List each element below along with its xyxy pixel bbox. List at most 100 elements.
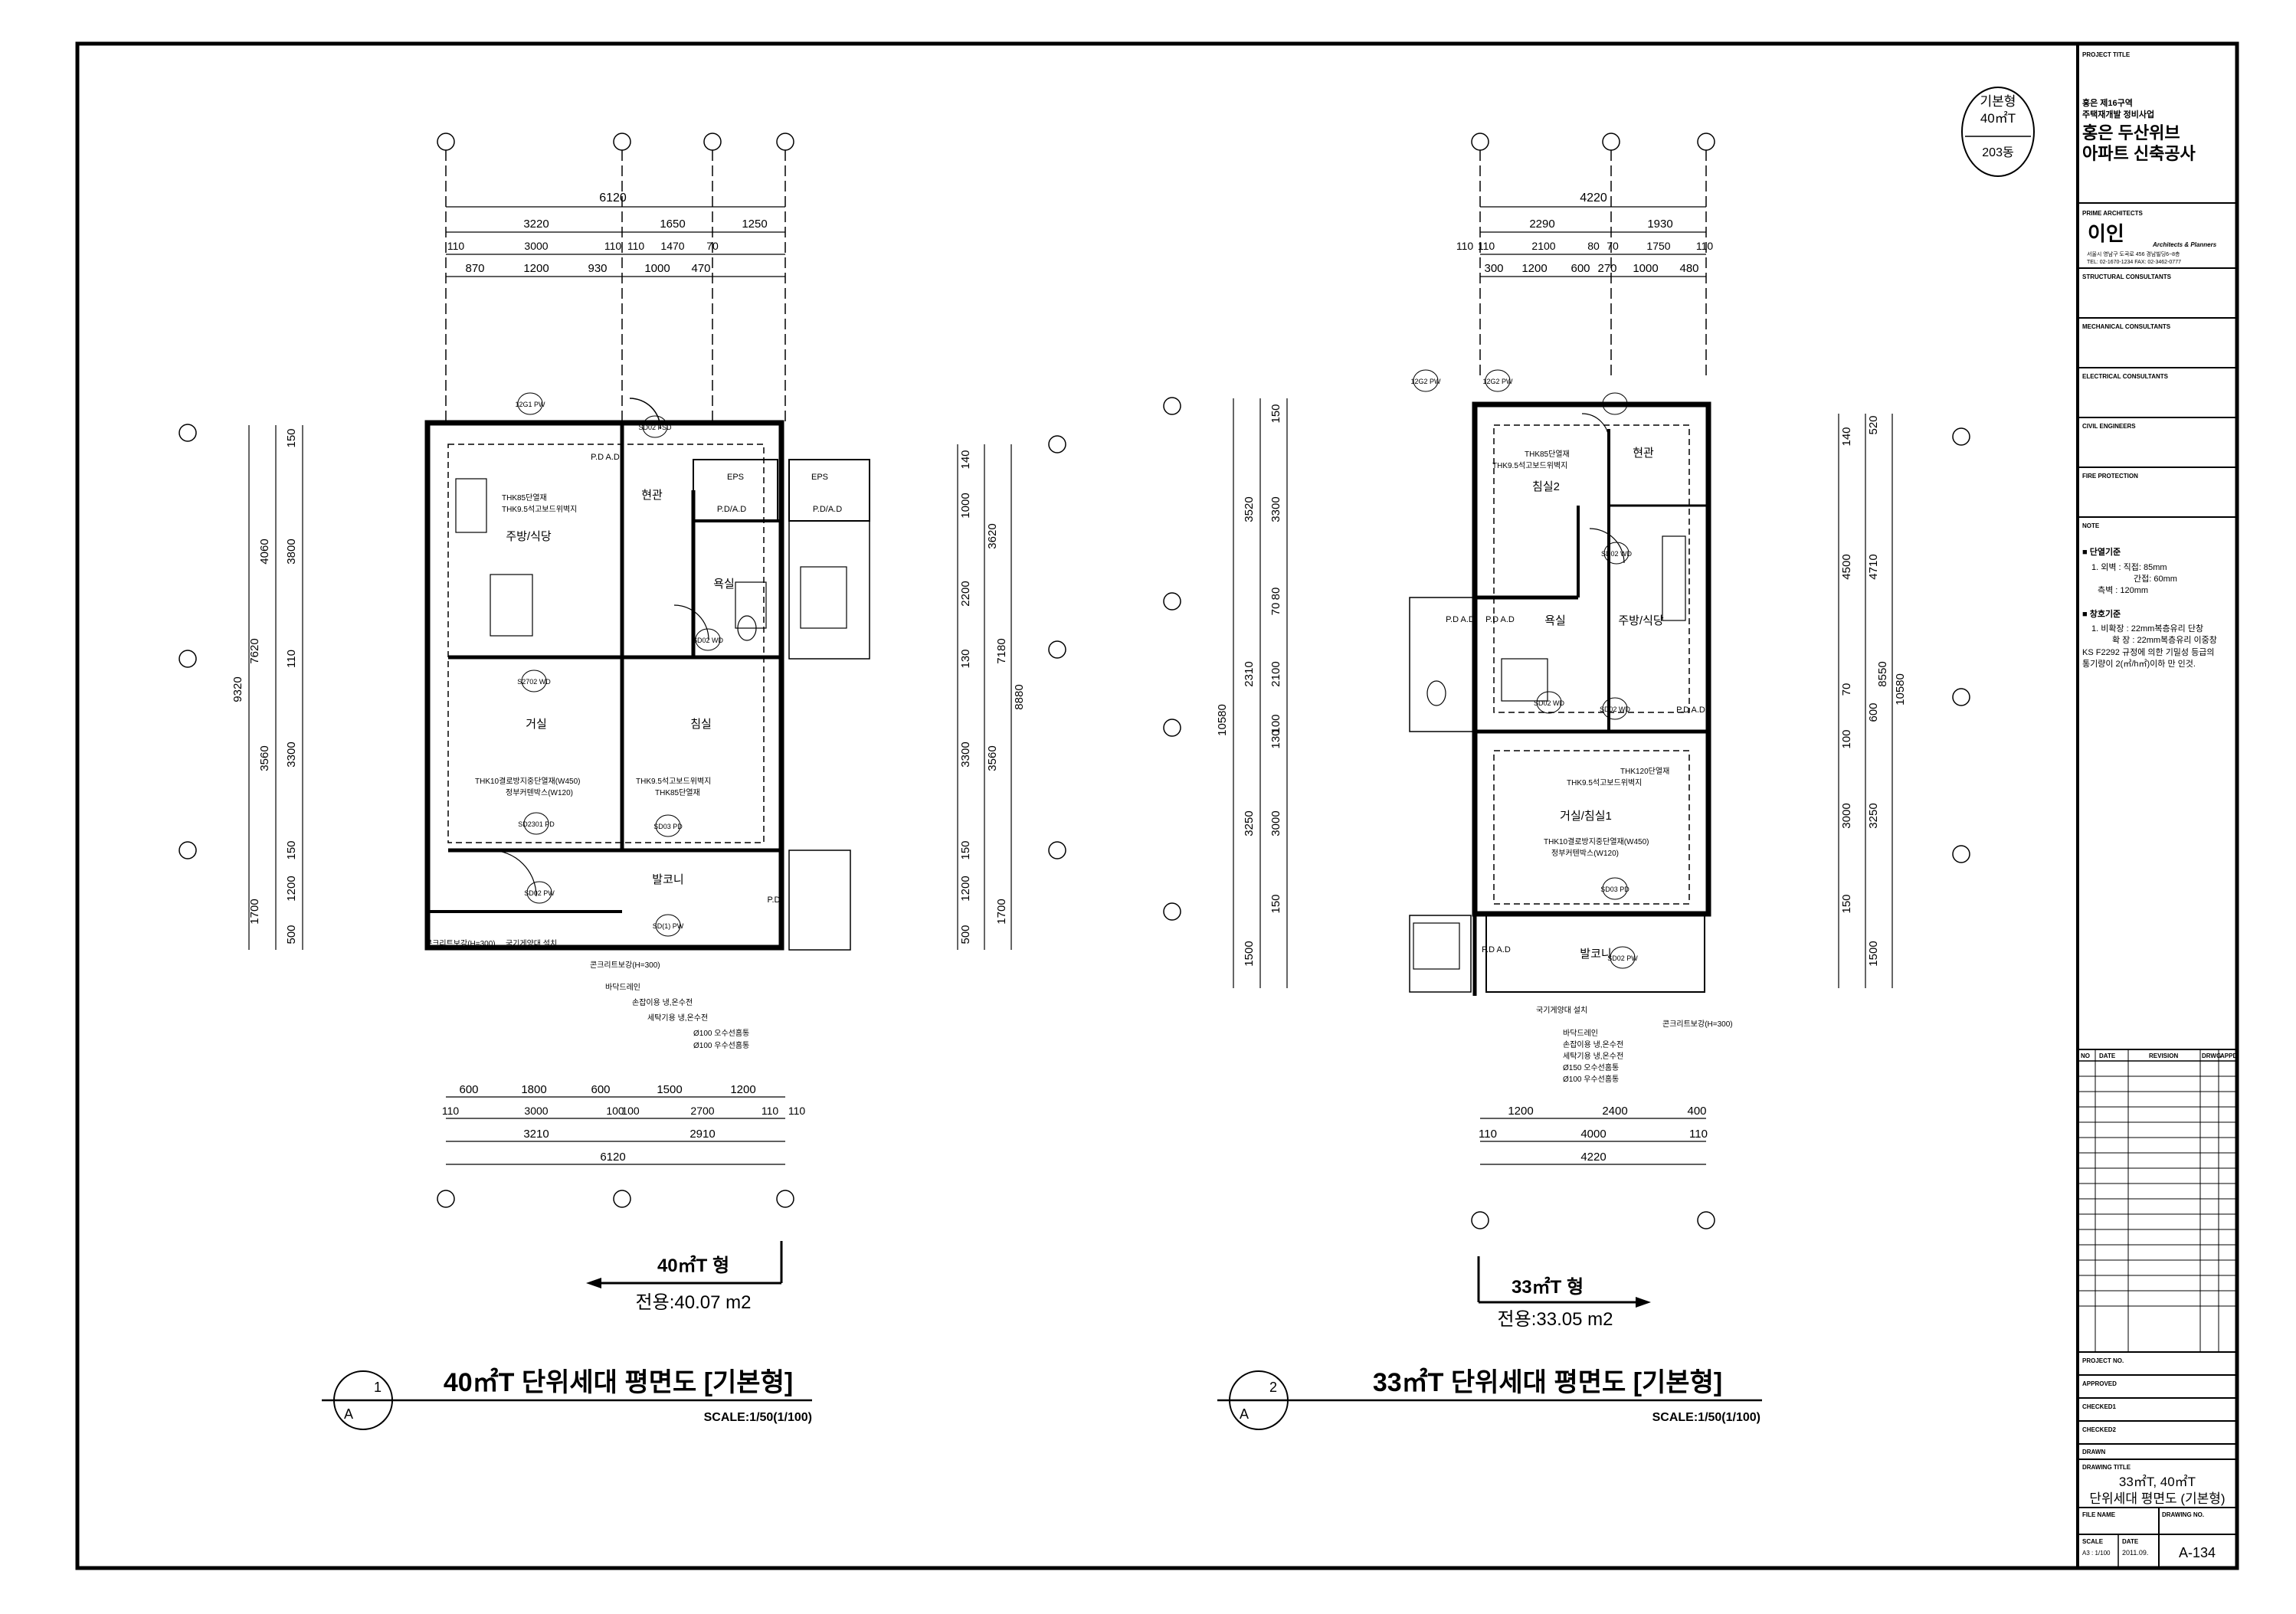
svg-text:7180: 7180 (995, 638, 1008, 663)
plan-area-label-1: 전용:40.07 m2 (636, 1292, 752, 1313)
svg-text:세탁기용 냉,온수전: 세탁기용 냉,온수전 (647, 1013, 708, 1023)
svg-text:SD03 PD: SD03 PD (653, 823, 683, 830)
svg-text:400: 400 (1687, 1105, 1706, 1118)
svg-text:1500: 1500 (1867, 941, 1880, 966)
svg-text:80: 80 (1587, 240, 1600, 252)
dim-top-overall-1: 6120 (599, 192, 627, 205)
svg-text:P.D/A.D: P.D/A.D (717, 505, 746, 514)
svg-text:480: 480 (1679, 262, 1698, 275)
svg-text:3220: 3220 (523, 218, 549, 231)
plan-scale-1: SCALE:1/50(1/100) (704, 1411, 812, 1424)
svg-text:SD02 FSD: SD02 FSD (638, 424, 672, 431)
svg-text:욕실: 욕실 (713, 578, 735, 591)
svg-text:THK10결로방지중단열재(W450): THK10결로방지중단열재(W450) (1544, 837, 1649, 846)
svg-text:P.D A.D: P.D A.D (1446, 615, 1475, 624)
plan-number-1: 1 (374, 1380, 382, 1395)
svg-text:SD2301 PD: SD2301 PD (518, 820, 555, 828)
project-no-label: PROJECT NO. (2082, 1357, 2124, 1364)
svg-text:바닥드레인: 바닥드레인 (605, 983, 640, 992)
note-line2-2: KS F2292 규정에 의한 기밀성 등급의 (2082, 647, 2214, 657)
svg-text:1200: 1200 (730, 1083, 755, 1096)
project-line2: 주택재개발 정비사업 (2082, 109, 2154, 119)
svg-text:600: 600 (459, 1083, 478, 1096)
svg-text:현관: 현관 (1633, 447, 1654, 460)
structural-label: STRUCTURAL CONSULTANTS (2082, 273, 2172, 280)
svg-text:130: 130 (959, 649, 972, 668)
grid-bubbles-side-1 (179, 424, 1066, 859)
svg-text:1200: 1200 (523, 262, 549, 275)
dims-right-2 (1838, 414, 1893, 988)
svg-text:SD02 PW: SD02 PW (1607, 954, 1638, 962)
svg-text:THK120단열재: THK120단열재 (1620, 767, 1669, 776)
svg-text:NO: NO (2081, 1053, 2090, 1059)
svg-text:3000: 3000 (1269, 810, 1282, 836)
plan-40-fixtures (455, 478, 847, 641)
dim-top-overall-2: 4220 (1580, 192, 1607, 205)
svg-text:3250: 3250 (1867, 803, 1880, 828)
svg-text:3250: 3250 (1243, 810, 1256, 836)
svg-text:1750: 1750 (1646, 240, 1670, 252)
drawing-no-label: DRAWING NO. (2162, 1511, 2204, 1518)
prime-label: PRIME ARCHITECTS (2082, 210, 2143, 217)
dims-left-1 (248, 425, 303, 950)
svg-text:1000: 1000 (959, 493, 972, 518)
plan-40-rooms: 주방/식당 현관 욕실 거실 침실 발코니 EPS EPS P.D/A.D P.… (506, 453, 842, 905)
title-block (2078, 202, 2237, 1568)
svg-text:APPD: APPD (2220, 1053, 2237, 1059)
grid-bubbles-top-1 (437, 133, 794, 1208)
svg-text:정부커텐박스(W120): 정부커텐박스(W120) (506, 788, 573, 797)
svg-text:1650: 1650 (660, 218, 685, 231)
svg-text:P.D A.D: P.D A.D (1482, 945, 1511, 954)
fire-label: FIRE PROTECTION (2082, 473, 2138, 480)
dim-left-labels-1: 9320 4060 7620 3560 1700 150 3800 110 33… (231, 428, 298, 944)
svg-text:콘크리트보강(H=300): 콘크리트보강(H=300) (590, 961, 660, 970)
svg-text:500: 500 (285, 925, 298, 944)
svg-text:THK9.5석고보드위벽지: THK9.5석고보드위벽지 (636, 776, 711, 786)
svg-text:70: 70 (1840, 683, 1853, 696)
svg-text:3620: 3620 (986, 523, 999, 548)
svg-text:600: 600 (1571, 262, 1590, 275)
svg-text:70: 70 (1607, 240, 1619, 252)
svg-text:80: 80 (1269, 588, 1282, 601)
dim-bottom-labels-2: 1200 2400 400 110 4000 110 4220 (1479, 1105, 1708, 1164)
drawn-label: DRAWN (2082, 1449, 2105, 1455)
svg-text:3210: 3210 (523, 1128, 549, 1141)
svg-text:4060: 4060 (258, 539, 271, 564)
svg-text:110: 110 (1696, 240, 1714, 252)
svg-text:P.D A.D: P.D A.D (1485, 615, 1515, 624)
svg-text:2310: 2310 (1243, 661, 1256, 686)
svg-text:110: 110 (604, 240, 622, 252)
svg-text:국기게양대 설치: 국기게양대 설치 (1536, 1006, 1587, 1015)
svg-text:DATE: DATE (2099, 1053, 2116, 1059)
svg-text:12G2 PW: 12G2 PW (1410, 378, 1441, 385)
svg-text:손잡이용 냉,온수전: 손잡이용 냉,온수전 (632, 998, 693, 1007)
dim-top-row3-1: 870 1200 930 1000 470 (465, 262, 710, 275)
svg-text:4220: 4220 (1580, 1151, 1606, 1164)
project-title-label: PROJECT TITLE (2082, 51, 2131, 58)
plan-33-walls (1409, 401, 1711, 996)
plan-ref-2: A (1240, 1406, 1249, 1422)
dim-bottom-row1-1: 600 1800 600 1500 1200 (459, 1083, 755, 1096)
svg-text:150: 150 (1840, 894, 1853, 913)
electrical-label: ELECTRICAL CONSULTANTS (2082, 373, 2169, 380)
dim-top-row1-1: 3220 1650 1250 (523, 218, 767, 231)
svg-text:1200: 1200 (959, 876, 972, 901)
plan-title-bubble-2 (1217, 1370, 1762, 1430)
plan-33-tags (1413, 369, 1636, 969)
svg-text:침실: 침실 (690, 718, 712, 731)
svg-text:110: 110 (762, 1105, 779, 1117)
svg-text:130: 130 (1269, 729, 1282, 748)
svg-text:3000: 3000 (1840, 803, 1853, 828)
svg-text:930: 930 (588, 262, 607, 275)
checked2-label: CHECKED2 (2082, 1426, 2117, 1433)
svg-text:4710: 4710 (1867, 554, 1880, 579)
svg-text:2200: 2200 (959, 581, 972, 606)
project-name2: 아파트 신축공사 (2082, 144, 2196, 163)
drawing-title1: 33㎡T, 40㎡T (2119, 1475, 2196, 1489)
svg-text:THK9.5석고보드위벽지: THK9.5석고보드위벽지 (502, 504, 577, 514)
mechanical-label: MECHANICAL CONSULTANTS (2082, 323, 2171, 330)
svg-text:150: 150 (959, 840, 972, 859)
svg-text:4500: 4500 (1840, 554, 1853, 579)
svg-text:침실2: 침실2 (1532, 480, 1560, 493)
drawing-title2: 단위세대 평면도 (기본형) (2089, 1491, 2225, 1506)
